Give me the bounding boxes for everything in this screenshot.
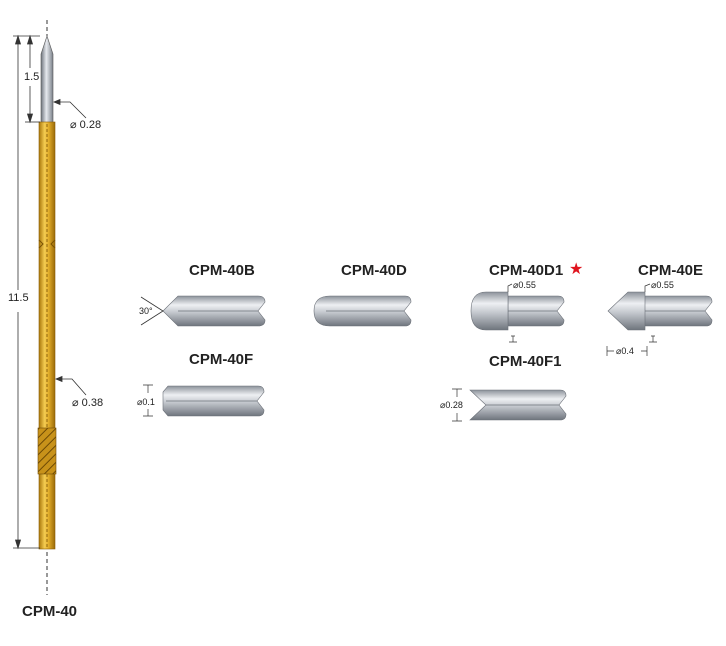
f-diameter-label: ⌀0.1 — [137, 397, 155, 407]
tip-cpm-40d — [313, 295, 412, 327]
gold-barrel — [37, 121, 57, 550]
model-cpm-40f: CPM-40F — [189, 351, 254, 368]
barrel-diameter-label: ⌀ 0.38 — [72, 397, 104, 409]
barrel-diameter-leader — [54, 375, 87, 396]
model-cpm-40e: CPM-40E — [638, 262, 704, 279]
tip-diameter-leader — [52, 98, 87, 119]
tip-diameter-label: ⌀ 0.28 — [70, 119, 102, 131]
tip-length-dimension — [25, 34, 40, 124]
d1-diameter-label: ⌀0.55 — [513, 280, 536, 290]
e-cone-diameter-label: ⌀0.4 — [616, 346, 634, 356]
model-cpm-40b: CPM-40B — [189, 262, 255, 279]
plunger-tip — [40, 35, 54, 125]
model-cpm-40d: CPM-40D — [341, 262, 407, 279]
tip-cpm-40b — [140, 295, 266, 327]
tip-length-label: 1.5 — [24, 71, 40, 83]
tip-cpm-40f1 — [452, 388, 567, 422]
star-icon: ★ — [569, 261, 584, 278]
e-diameter-label: ⌀0.55 — [651, 280, 674, 290]
model-cpm-40d1: CPM-40D1 — [489, 262, 564, 279]
main-probe-model: CPM-40 — [22, 603, 78, 620]
tip-cpm-40f — [143, 384, 265, 417]
f1-diameter-label: ⌀0.28 — [440, 400, 463, 410]
length-label: 11.5 — [8, 292, 29, 304]
length-dimension — [13, 34, 40, 550]
tip-cpm-40d1 — [470, 283, 565, 343]
angle-label: 30° — [139, 306, 153, 316]
model-cpm-40f1: CPM-40F1 — [489, 353, 562, 370]
tip-cpm-40e — [606, 283, 713, 356]
